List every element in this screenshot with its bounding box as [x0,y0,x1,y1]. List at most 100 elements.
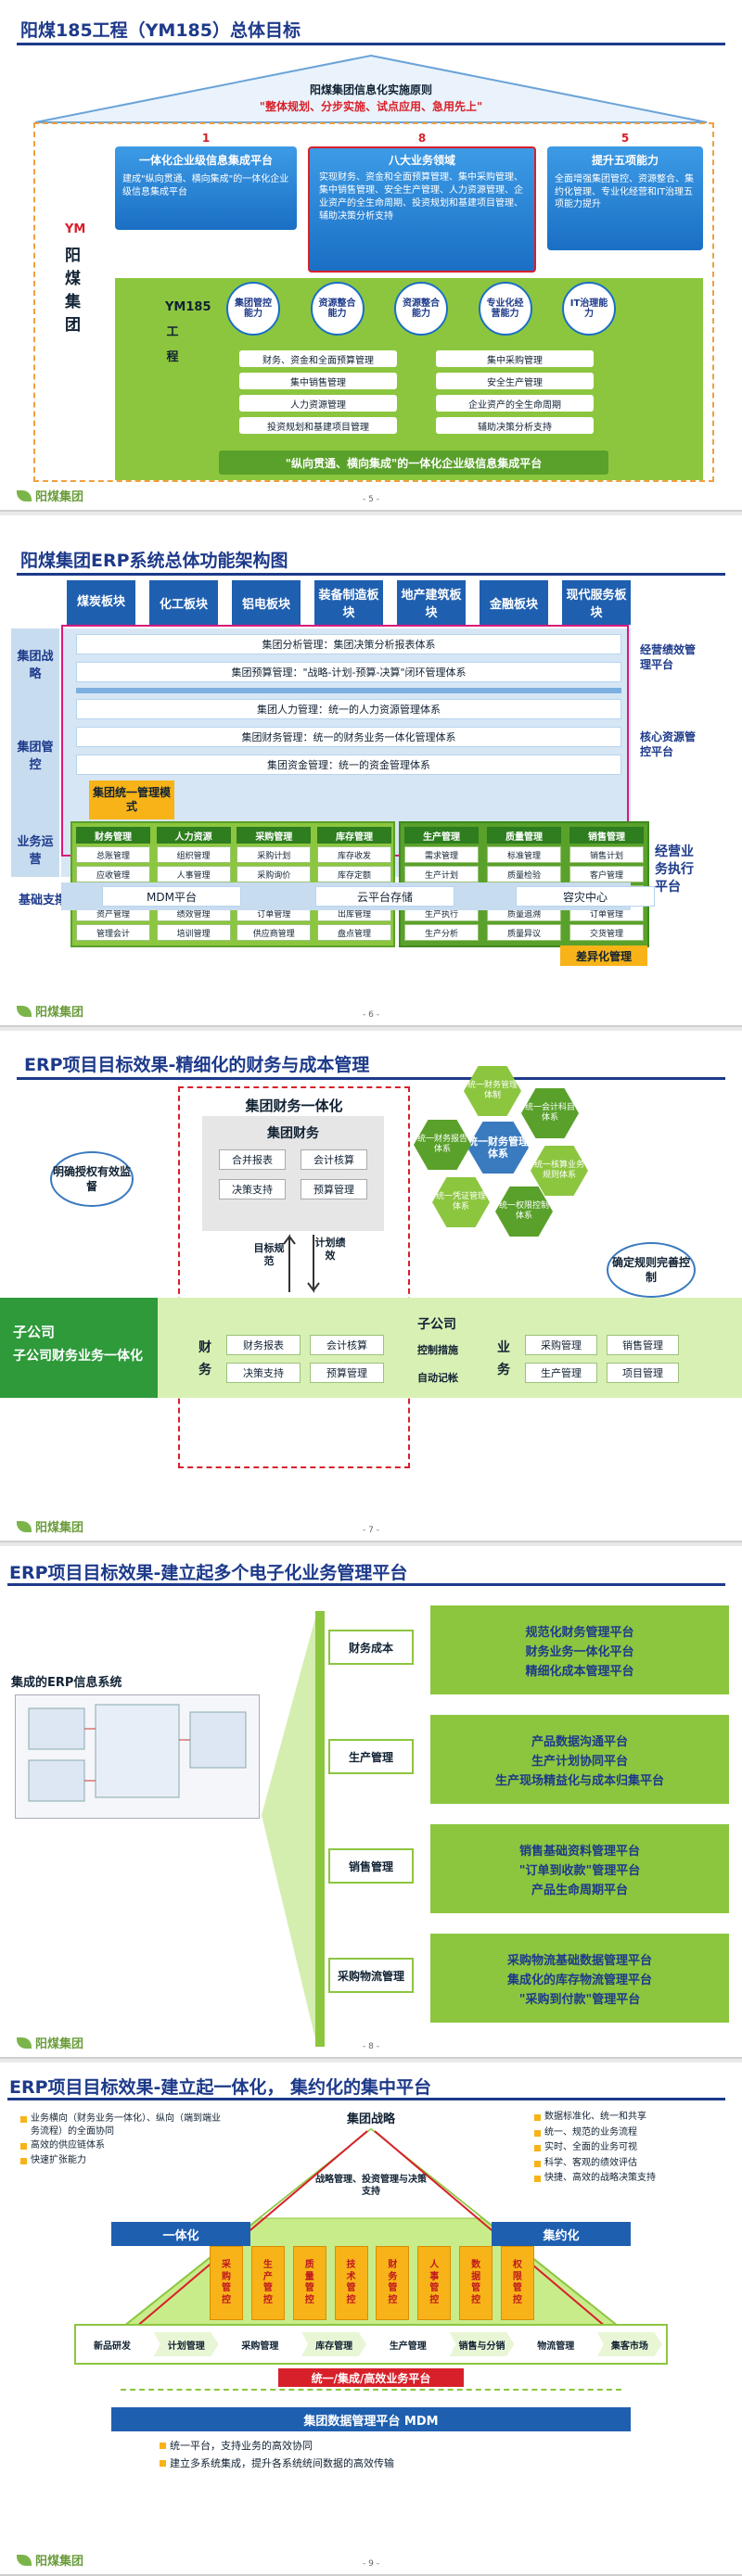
mgmt-bar: 集团人力管理：统一的人力资源管理体系 [76,699,621,719]
control-column-label: 质量管控 [304,2260,314,2305]
mgmt-bar: 集团财务管理：统一的财务业务一体化管理体系 [76,727,621,747]
bullet-item: 实时、全面的业务可视 [534,2141,738,2155]
arrow-label-left: 目标规范 [253,1242,285,1268]
flow-arrows-icon [283,1234,320,1293]
bullet-square-icon [534,2176,541,2182]
goal-box-1: 1 一体化企业级信息集成平台 建成"纵向贯通、横向集成"的一体化企业级信息集成平… [115,130,297,230]
group-unify-title: 集团财务一体化 [245,1098,343,1114]
platform-item: 规范化财务管理平台 [525,1625,634,1640]
slide-erp-architecture: 阳煤集团ERP系统总体功能架构图 煤炭板块 化工板块 铝电板块 装备制造板块 地… [0,515,742,1027]
arrow-label-right: 计划绩效 [314,1237,346,1263]
module-header: 采购管理 [237,827,312,844]
control-label: 控制措施 [417,1344,458,1356]
title-underline [7,1583,725,1586]
row-label: 业务运营 [17,835,54,867]
goal-description: 实现财务、资金和全面预算管理、集中采购管理、集中销售管理、安全生产管理、人力资源… [319,172,523,222]
integration-platform-bar: "纵向贯通、横向集成"的一体化企业级信息集成平台 [219,450,608,475]
domain-list-left: 财务、资金和全面预算管理 集中销售管理 人力资源管理 投资规划和基建项目管理 [239,350,397,434]
module-item: 管理会计 [76,924,150,941]
fin-cell: 会计核算 [310,1335,384,1355]
process-step: 销售与分销 [449,2332,515,2356]
platform-item: 集成化的库存物流管理平台 [506,1973,652,1987]
domain-item: 企业资产的全生命周期 [436,395,594,412]
process-step: 计划管理 [153,2332,219,2356]
bullet-text: 数据标准化、统一和共享 [544,2112,646,2122]
domain-item: 投资规划和基建项目管理 [239,417,397,434]
domain-item: 集中销售管理 [239,373,397,389]
goal-description: 全面增强集团管控、资源整合、集约化管理、专业化经营和IT治理五项能力提升 [555,174,694,209]
platform-item: 产品生命周期平台 [531,1883,628,1897]
sector-tab: 铝电板块 [232,580,301,625]
process-step: 物流管理 [523,2332,589,2356]
subsidiary-subtitle: 子公司财务业务一体化 [13,1349,143,1364]
control-column-label: 权限管控 [512,2260,522,2305]
control-column: 权限管控 [500,2246,534,2320]
right-bullets: 数据标准化、统一和共享统一、规范的业务流程实时、全面的业务可视科学、客观的绩效评… [534,2111,738,2188]
control-column-label: 数据管控 [471,2260,481,2305]
sector-tab: 装备制造板块 [314,580,383,625]
control-column: 技术管控 [334,2246,368,2320]
platform-item: 财务业务一体化平台 [525,1644,634,1659]
module-header: 库存管理 [316,827,391,844]
row-label-column [11,628,59,877]
slide-digital-platforms: ERP项目目标效果-建立起多个电子化业务管理平台 集成的ERP信息系统 财务成本… [0,1546,742,2059]
process-step: 生产管理 [375,2332,441,2356]
unified-platform-bar: 统一/集成/高效业务平台 [278,2368,464,2387]
module-item: 销售计划 [569,846,644,863]
platform-list: 采购物流基础数据管理平台集成化的库存物流管理平台 "采购到付款"管理平台 [430,1934,729,2023]
sector-tab: 地产建筑板块 [397,580,466,625]
mgmt-bar: 集团资金管理：统一的资金管理体系 [76,755,621,775]
capability-circle: 集团管控能力 [226,282,280,336]
bubble-right: 确定规则完善控制 [607,1242,696,1298]
bullet-square-icon [160,2443,166,2449]
module-item: 需求管理 [404,846,479,863]
fin-cell: 决策支持 [226,1363,301,1383]
capability-circle: 资源整合能力 [394,282,448,336]
sub-company-header: 子公司 [417,1317,456,1332]
erp-diagram-icon [28,1704,247,1802]
title-underline [17,1077,725,1080]
process-step: 新品研发 [80,2332,145,2356]
bullet-text: 统一、规范的业务流程 [544,2126,637,2138]
capability-circles: 集团管控能力 资源整合能力 资源整合能力 专业化经营能力 IT治理能力 [226,282,616,339]
platform-item: 采购物流基础数据管理平台 [506,1953,652,1968]
title-underline [17,43,725,45]
title-underline [17,573,725,576]
platform-list: 规范化财务管理平台财务业务一体化平台精细化成本管理平台 [430,1605,729,1694]
diff-mgmt-tag: 差异化管理 [560,945,647,966]
dashed-focus [178,1086,410,1468]
hex-item: 统一财务管理体制 [464,1066,521,1116]
control-column: 财务管控 [376,2246,410,2320]
control-column: 质量管控 [292,2246,326,2320]
sector-tab: 现代服务板块 [562,580,631,625]
module-header: 质量管理 [487,827,561,844]
module-item: 总账管理 [76,846,150,863]
leaf-icon [17,1520,32,1532]
slide-integrated-platform: ERP项目目标效果-建立起一体化， 集约化的集中平台 业务横向（财务业务一体化）… [0,2062,742,2576]
left-bullets: 业务横向（财务业务一体化）、纵向（端到端业务流程）的全面协同高效的供应链体系快速… [20,2113,224,2168]
goal-box-5: 5 提升五项能力 全面增强集团管控、资源整合、集约化管理、专业化经营和IT治理五… [547,130,703,250]
leaf-icon [17,2554,32,2566]
mgmt-bar: 集团分析管理：集团决策分析报表体系 [76,634,621,654]
control-column-label: 人事管控 [429,2260,440,2305]
control-column: 生产管控 [250,2246,285,2320]
biz-cell: 项目管理 [607,1363,679,1383]
subsidiary-left-block [0,1298,158,1398]
dashed-frame [33,122,714,482]
group-cell: 会计核算 [301,1149,367,1170]
platform-list: 销售基础资料管理平台"订单到收款"管理平台产品生命周期平台 [430,1824,729,1913]
right-platform-label: 经营绩效管理平台 [640,643,697,671]
platform-group-label: 销售管理 [328,1848,414,1884]
slide-title: ERP项目目标效果-建立起一体化， 集约化的集中平台 [9,2077,432,2098]
platform-item: "采购到付款"管理平台 [518,1992,641,2007]
goal-box-8: 8 八大业务领域 实现财务、资金和全面预算管理、集中采购管理、集中销售管理、安全… [308,130,536,273]
goal-description: 建成"纵向贯通、横向集成"的一体化企业级信息集成平台 [122,174,289,197]
strategy-title: 集团战略 [346,2113,395,2126]
right-platform-label: 经营业务执行平台 [655,844,694,895]
expand-arrow-icon [262,1611,317,2047]
bullet-square-icon [160,2459,166,2467]
page-number: - 5 - [363,495,379,504]
module-header: 销售管理 [569,827,644,844]
base-item: 容灾中心 [516,886,655,907]
goal-card: 八大业务领域 实现财务、资金和全面预算管理、集中采购管理、集中销售管理、安全生产… [308,146,536,273]
